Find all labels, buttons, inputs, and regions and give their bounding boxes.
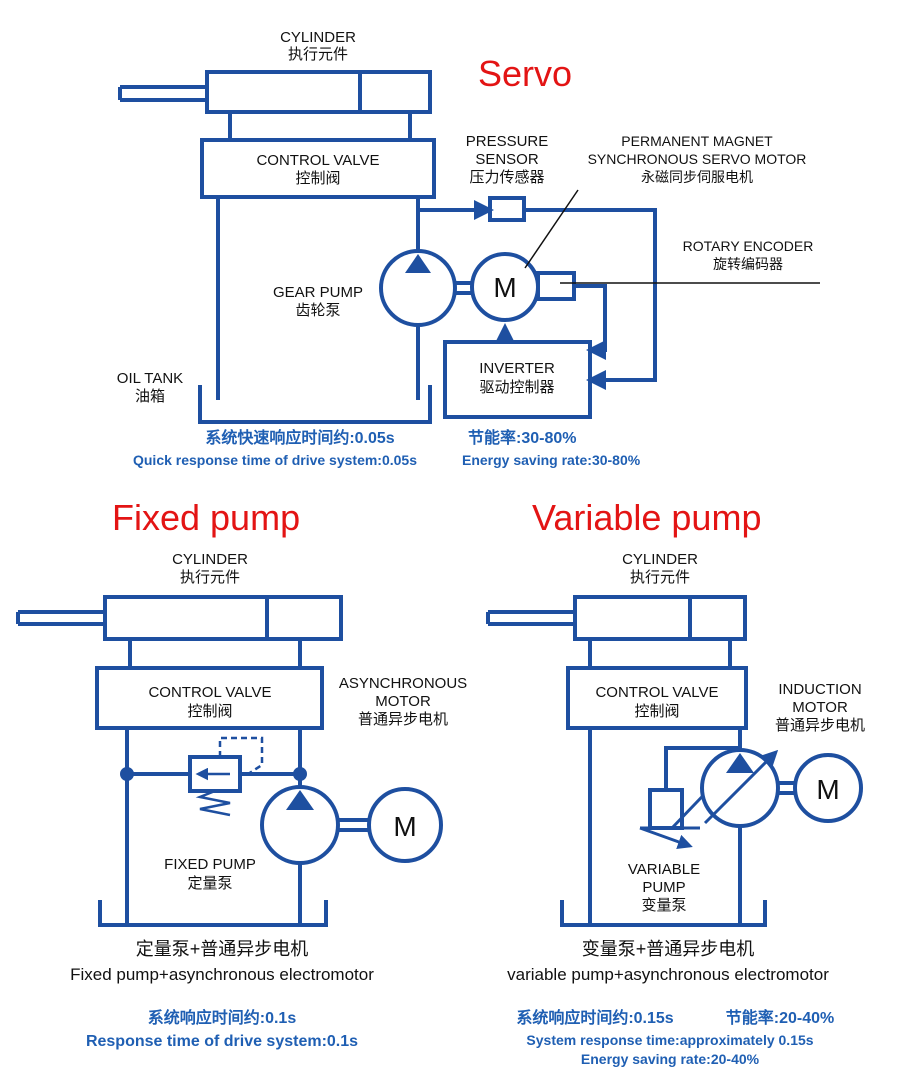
variable-cylinder-label-en: CYLINDER <box>622 551 698 568</box>
fixed-cylinder <box>103 595 343 641</box>
servo-cylinder-label-cn: 执行元件 <box>288 46 348 63</box>
fixed-motor-circle <box>367 787 443 863</box>
variable-cylinder <box>573 595 747 641</box>
servo-pump-label-en: GEAR PUMP <box>273 284 363 301</box>
variable-section: Variable pump <box>486 497 863 927</box>
servo-pump-label-cn: 齿轮泵 <box>295 302 340 319</box>
fixed-pump-label-cn: 定量泵 <box>187 875 232 892</box>
servo-inverter-label-cn: 驱动控制器 <box>479 379 554 396</box>
servo-motor-symbol: M <box>493 272 516 303</box>
fixed-tank <box>98 900 328 927</box>
variable-pump-label-1: VARIABLE <box>628 861 700 878</box>
variable-pump-label-2: PUMP <box>642 879 685 896</box>
servo-gear-pump <box>379 249 457 327</box>
servo-inverter-label-en: INVERTER <box>479 360 555 377</box>
fixed-control-valve <box>95 666 324 730</box>
servo-valve-label-en: CONTROL VALVE <box>256 152 379 169</box>
variable-labels: CYLINDER 执行元件 CONTROL VALVE 控制阀 INDUCTIO… <box>507 551 865 1067</box>
fixed-response-cn: 系统响应时间约:0.1s <box>148 1008 297 1027</box>
variable-valve-label-cn: 控制阀 <box>634 703 679 720</box>
servo-inverter <box>443 340 592 419</box>
servo-pressure-sensor <box>488 196 526 222</box>
fixed-motor-label-1: ASYNCHRONOUS <box>339 675 467 692</box>
fixed-title: Fixed pump <box>112 497 300 538</box>
servo-motor-label-2: SYNCHRONOUS SERVO MOTOR <box>588 151 807 167</box>
variable-saving-cn: 节能率:20-40% <box>726 1008 834 1027</box>
fixed-response-en: Response time of drive system:0.1s <box>86 1033 358 1050</box>
fixed-valve-label-cn: 控制阀 <box>187 703 232 720</box>
variable-title: Variable pump <box>532 497 761 538</box>
fixed-section: Fixed pump <box>16 497 443 927</box>
fixed-motor-symbol: M <box>393 811 416 842</box>
servo-title: Servo <box>478 53 572 94</box>
servo-cylinder <box>118 70 432 140</box>
servo-response-cn: 系统快速响应时间约:0.05s <box>205 428 394 447</box>
variable-motor-label-cn: 普通异步电机 <box>775 717 865 734</box>
fixed-motor-label-cn: 普通异步电机 <box>358 711 448 728</box>
servo-pressure-label-cn: 压力传感器 <box>469 169 544 186</box>
variable-pump-label-cn: 变量泵 <box>641 897 686 914</box>
fixed-combo-cn: 定量泵+普通异步电机 <box>136 939 309 959</box>
variable-motor-label-2: MOTOR <box>792 699 848 716</box>
servo-tank-label-cn: 油箱 <box>135 388 165 405</box>
servo-saving-en: Energy saving rate:30-80% <box>462 452 641 468</box>
servo-valve-label-cn: 控制阀 <box>295 170 340 187</box>
servo-cylinder-label-en: CYLINDER <box>280 29 356 46</box>
fixed-pump-label-en: FIXED PUMP <box>164 856 256 873</box>
variable-tank <box>560 900 767 927</box>
fixed-labels: CYLINDER 执行元件 CONTROL VALVE 控制阀 ASYNCHRO… <box>70 551 467 1050</box>
variable-response-en: System response time:approximately 0.15s <box>526 1032 813 1048</box>
servo-motor-label-1: PERMANENT MAGNET <box>621 133 773 149</box>
servo-encoder-label-cn: 旋转编码器 <box>713 256 783 272</box>
servo-pressure-label-2: SENSOR <box>475 151 539 168</box>
variable-motor-circle <box>793 753 863 823</box>
servo-oil-tank <box>198 385 432 424</box>
servo-pressure-label-1: PRESSURE <box>466 133 549 150</box>
servo-section: Servo <box>118 53 820 424</box>
servo-response-en: Quick response time of drive system:0.05… <box>133 452 417 468</box>
variable-response-cn: 系统响应时间约:0.15s <box>516 1008 673 1027</box>
servo-motor-label-cn: 永磁同步伺服电机 <box>641 169 753 185</box>
fixed-motor-label-2: MOTOR <box>375 693 431 710</box>
fixed-pump <box>260 785 340 865</box>
servo-tank-label-en: OIL TANK <box>117 370 183 387</box>
fixed-cylinder-label-cn: 执行元件 <box>180 569 240 586</box>
servo-encoder-label-en: ROTARY ENCODER <box>683 238 814 254</box>
variable-control-valve <box>566 666 748 730</box>
fixed-valve-label-en: CONTROL VALVE <box>148 684 271 701</box>
variable-combo-cn: 变量泵+普通异步电机 <box>582 939 755 959</box>
variable-combo-en: variable pump+asynchronous electromotor <box>507 965 829 984</box>
fixed-combo-en: Fixed pump+asynchronous electromotor <box>70 965 374 984</box>
variable-valve-label-en: CONTROL VALVE <box>595 684 718 701</box>
variable-motor-symbol: M <box>816 774 839 805</box>
fixed-cylinder-label-en: CYLINDER <box>172 551 248 568</box>
servo-rotary-encoder <box>536 271 576 301</box>
servo-control-valve <box>200 138 436 199</box>
variable-motor-label-1: INDUCTION <box>778 681 861 698</box>
servo-labels: CYLINDER 执行元件 CONTROL VALVE 控制阀 PRESSURE… <box>117 29 814 468</box>
variable-cylinder-label-cn: 执行元件 <box>630 569 690 586</box>
variable-saving-en: Energy saving rate:20-40% <box>581 1051 760 1067</box>
servo-saving-cn: 节能率:30-80% <box>468 428 576 447</box>
